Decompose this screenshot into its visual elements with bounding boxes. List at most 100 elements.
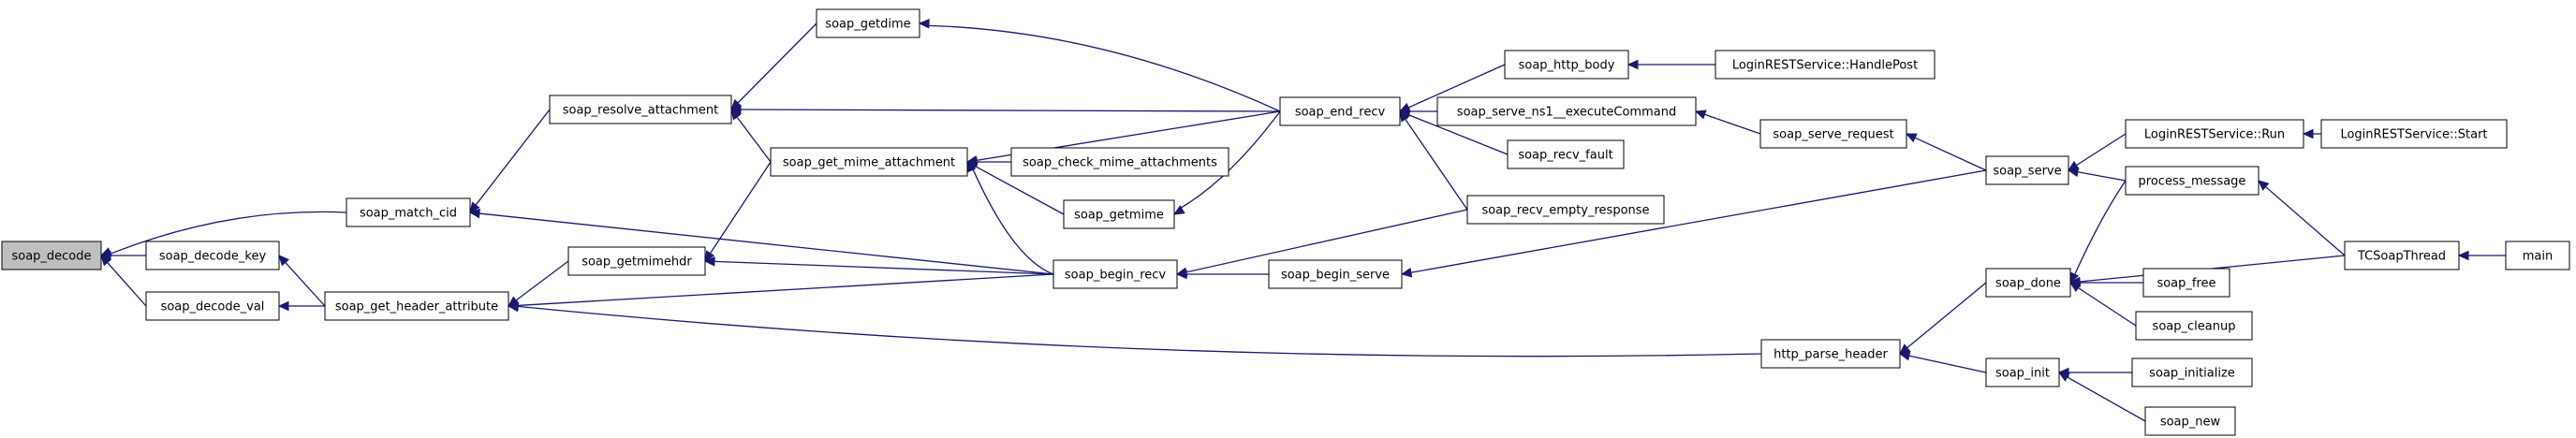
- node-label: soap_check_mime_attachments: [1023, 156, 1217, 170]
- node-box: [2344, 241, 2460, 270]
- arrowhead-soap-decode-key: [278, 255, 289, 267]
- edge-soap-end-recv-to-soap-getmime: [1180, 110, 1281, 209]
- node-box: [1436, 96, 1697, 126]
- edge-soap-get-mime-attachment-to-soap-getmimehdr: [709, 161, 772, 255]
- edge-soap-match-cid-to-soap-decode: [110, 211, 347, 255]
- node-label: soap_new: [2160, 416, 2221, 430]
- edge-loginrestservice-run-to-soap-serve: [2076, 133, 2127, 167]
- node-soap-serve-ns1-executecommand[interactable]: soap_serve_ns1__executeCommand: [1436, 96, 1697, 126]
- node-label: soap_resolve_attachment: [563, 104, 719, 118]
- node-box: [324, 291, 509, 321]
- node-box: [2142, 268, 2230, 298]
- node-box: [1504, 50, 1629, 80]
- node-box: [2125, 119, 2304, 149]
- arrowhead-soap-getmimehdr: [703, 256, 715, 267]
- node-soap-recv-fault[interactable]: soap_recv_fault: [1507, 139, 1625, 169]
- node-soap-done[interactable]: soap_done: [1985, 268, 2071, 298]
- edge-soap-cleanup-to-soap-done: [2078, 286, 2137, 327]
- edge-soap-begin-recv-to-soap-get-mime-attachment: [972, 168, 1054, 275]
- edge-soap-serve-to-soap-begin-serve: [1410, 169, 1987, 273]
- node-soap-get-header-attribute[interactable]: soap_get_header_attribute: [324, 291, 509, 321]
- edge-soap-begin-recv-to-soap-match-cid: [478, 212, 1054, 275]
- node-label: soap_get_mime_attachment: [783, 156, 955, 170]
- node-label: soap_begin_serve: [1281, 269, 1390, 283]
- node-soap-cleanup[interactable]: soap_cleanup: [2135, 311, 2253, 341]
- node-box: [2135, 311, 2253, 341]
- node-soap-match-cid[interactable]: soap_match_cid: [346, 197, 471, 227]
- node-soap-resolve-attachment[interactable]: soap_resolve_attachment: [549, 95, 732, 124]
- node-label: soap_decode_val: [161, 300, 265, 314]
- edge-soap-http-body-to-soap-end-recv: [1407, 64, 1506, 109]
- node-loginrestservice-run[interactable]: LoginRESTService::Run: [2125, 119, 2304, 149]
- node-box: [2320, 119, 2508, 149]
- arrowhead-soap-match-cid: [469, 201, 480, 213]
- arrowhead-tcsoapthread: [2457, 250, 2469, 261]
- node-box: [1466, 195, 1665, 225]
- edge-soap-get-mime-attachment-to-soap-resolve-attachment: [736, 116, 772, 163]
- node-box: [1279, 96, 1401, 126]
- node-label: soap_recv_empty_response: [1481, 204, 1649, 218]
- node-box: [2505, 241, 2570, 270]
- arrowhead-process-message: [2258, 180, 2270, 191]
- node-tcsoapthread[interactable]: TCSoapThread: [2344, 241, 2460, 270]
- node-label: soap_getmimehdr: [581, 256, 692, 270]
- arrowhead-loginrestservice-run: [2302, 128, 2314, 139]
- edge-soap-done-to-http-parse-header: [1906, 282, 1987, 349]
- node-soap-new[interactable]: soap_new: [2144, 406, 2236, 436]
- node-soap-end-recv[interactable]: soap_end_recv: [1279, 96, 1401, 126]
- arrowhead-soap-http-body: [1627, 59, 1639, 70]
- arrowhead-soap-begin-serve: [1400, 267, 1413, 278]
- node-box: [2131, 358, 2253, 387]
- edge-soap-serve-request-to-soap-serve-ns1-executecommand: [1704, 113, 1761, 135]
- node-http-parse-header[interactable]: http_parse_header: [1760, 339, 1901, 369]
- node-loginrestservice-handlepost[interactable]: LoginRESTService::HandlePost: [1715, 50, 1936, 80]
- node-box: [816, 8, 920, 38]
- node-soap-free[interactable]: soap_free: [2142, 268, 2230, 298]
- edge-soap-new-to-soap-init: [2067, 376, 2146, 422]
- arrowhead-soap-get-header-attribute: [507, 301, 519, 313]
- node-label: soap_serve_ns1__executeCommand: [1457, 106, 1676, 120]
- node-label: soap_recv_fault: [1518, 149, 1612, 163]
- edges-layer: [99, 19, 2506, 422]
- node-label: soap_decode: [11, 250, 91, 264]
- node-soap-serve-request[interactable]: soap_serve_request: [1759, 119, 1907, 149]
- node-soap-decode[interactable]: soap_decode: [1, 241, 102, 270]
- edge-soap-end-recv-to-soap-getdime: [928, 24, 1281, 112]
- node-soap-recv-empty-response[interactable]: soap_recv_empty_response: [1466, 195, 1665, 225]
- node-label: process_message: [2139, 175, 2246, 189]
- node-label: soap_serve_request: [1773, 128, 1893, 142]
- node-label: LoginRESTService::HandlePost: [1732, 59, 1918, 73]
- node-soap-get-mime-attachment[interactable]: soap_get_mime_attachment: [770, 147, 968, 177]
- node-label: http_parse_header: [1774, 348, 1888, 362]
- node-soap-check-mime-attachments[interactable]: soap_check_mime_attachments: [1010, 147, 1229, 177]
- node-soap-init[interactable]: soap_init: [1985, 358, 2060, 387]
- node-label: soap_cleanup: [2153, 320, 2236, 334]
- node-soap-begin-serve[interactable]: soap_begin_serve: [1268, 259, 1403, 289]
- node-main[interactable]: main: [2505, 241, 2570, 270]
- node-label: soap_end_recv: [1295, 106, 1386, 120]
- node-soap-getmime[interactable]: soap_getmime: [1063, 199, 1175, 229]
- nodes-layer: soap_decode soap_decode_key soap_decode_va…: [1, 8, 2570, 436]
- node-label: main: [2523, 250, 2553, 264]
- node-soap-http-body[interactable]: soap_http_body: [1504, 50, 1629, 80]
- arrowhead-soap-getmime: [1172, 205, 1185, 215]
- node-loginrestservice-start[interactable]: LoginRESTService::Start: [2320, 119, 2508, 149]
- node-process-message[interactable]: process_message: [2125, 166, 2260, 196]
- node-box: [1760, 339, 1901, 369]
- node-soap-serve[interactable]: soap_serve: [1985, 155, 2069, 185]
- node-soap-decode-key[interactable]: soap_decode_key: [145, 241, 280, 270]
- arrowhead-soap-serve-request: [1905, 133, 1918, 143]
- node-label: soap_done: [1995, 277, 2061, 291]
- node-soap-begin-recv[interactable]: soap_begin_recv: [1052, 259, 1178, 289]
- edge-soap-decode-val-to-soap-decode: [107, 262, 147, 307]
- node-soap-getmimehdr[interactable]: soap_getmimehdr: [567, 246, 706, 276]
- arrowhead-soap-end-recv: [1399, 110, 1410, 123]
- arrowhead-soap-serve: [2067, 167, 2080, 178]
- node-soap-initialize[interactable]: soap_initialize: [2131, 358, 2253, 387]
- node-soap-getdime[interactable]: soap_getdime: [816, 8, 920, 38]
- arrowhead-soap-resolve-attachment: [729, 104, 742, 115]
- node-soap-decode-val[interactable]: soap_decode_val: [145, 291, 280, 321]
- edge-http-parse-header-to-soap-get-header-attribute: [517, 305, 1762, 358]
- arrowhead-soap-serve-ns1-executecommand: [1694, 110, 1707, 120]
